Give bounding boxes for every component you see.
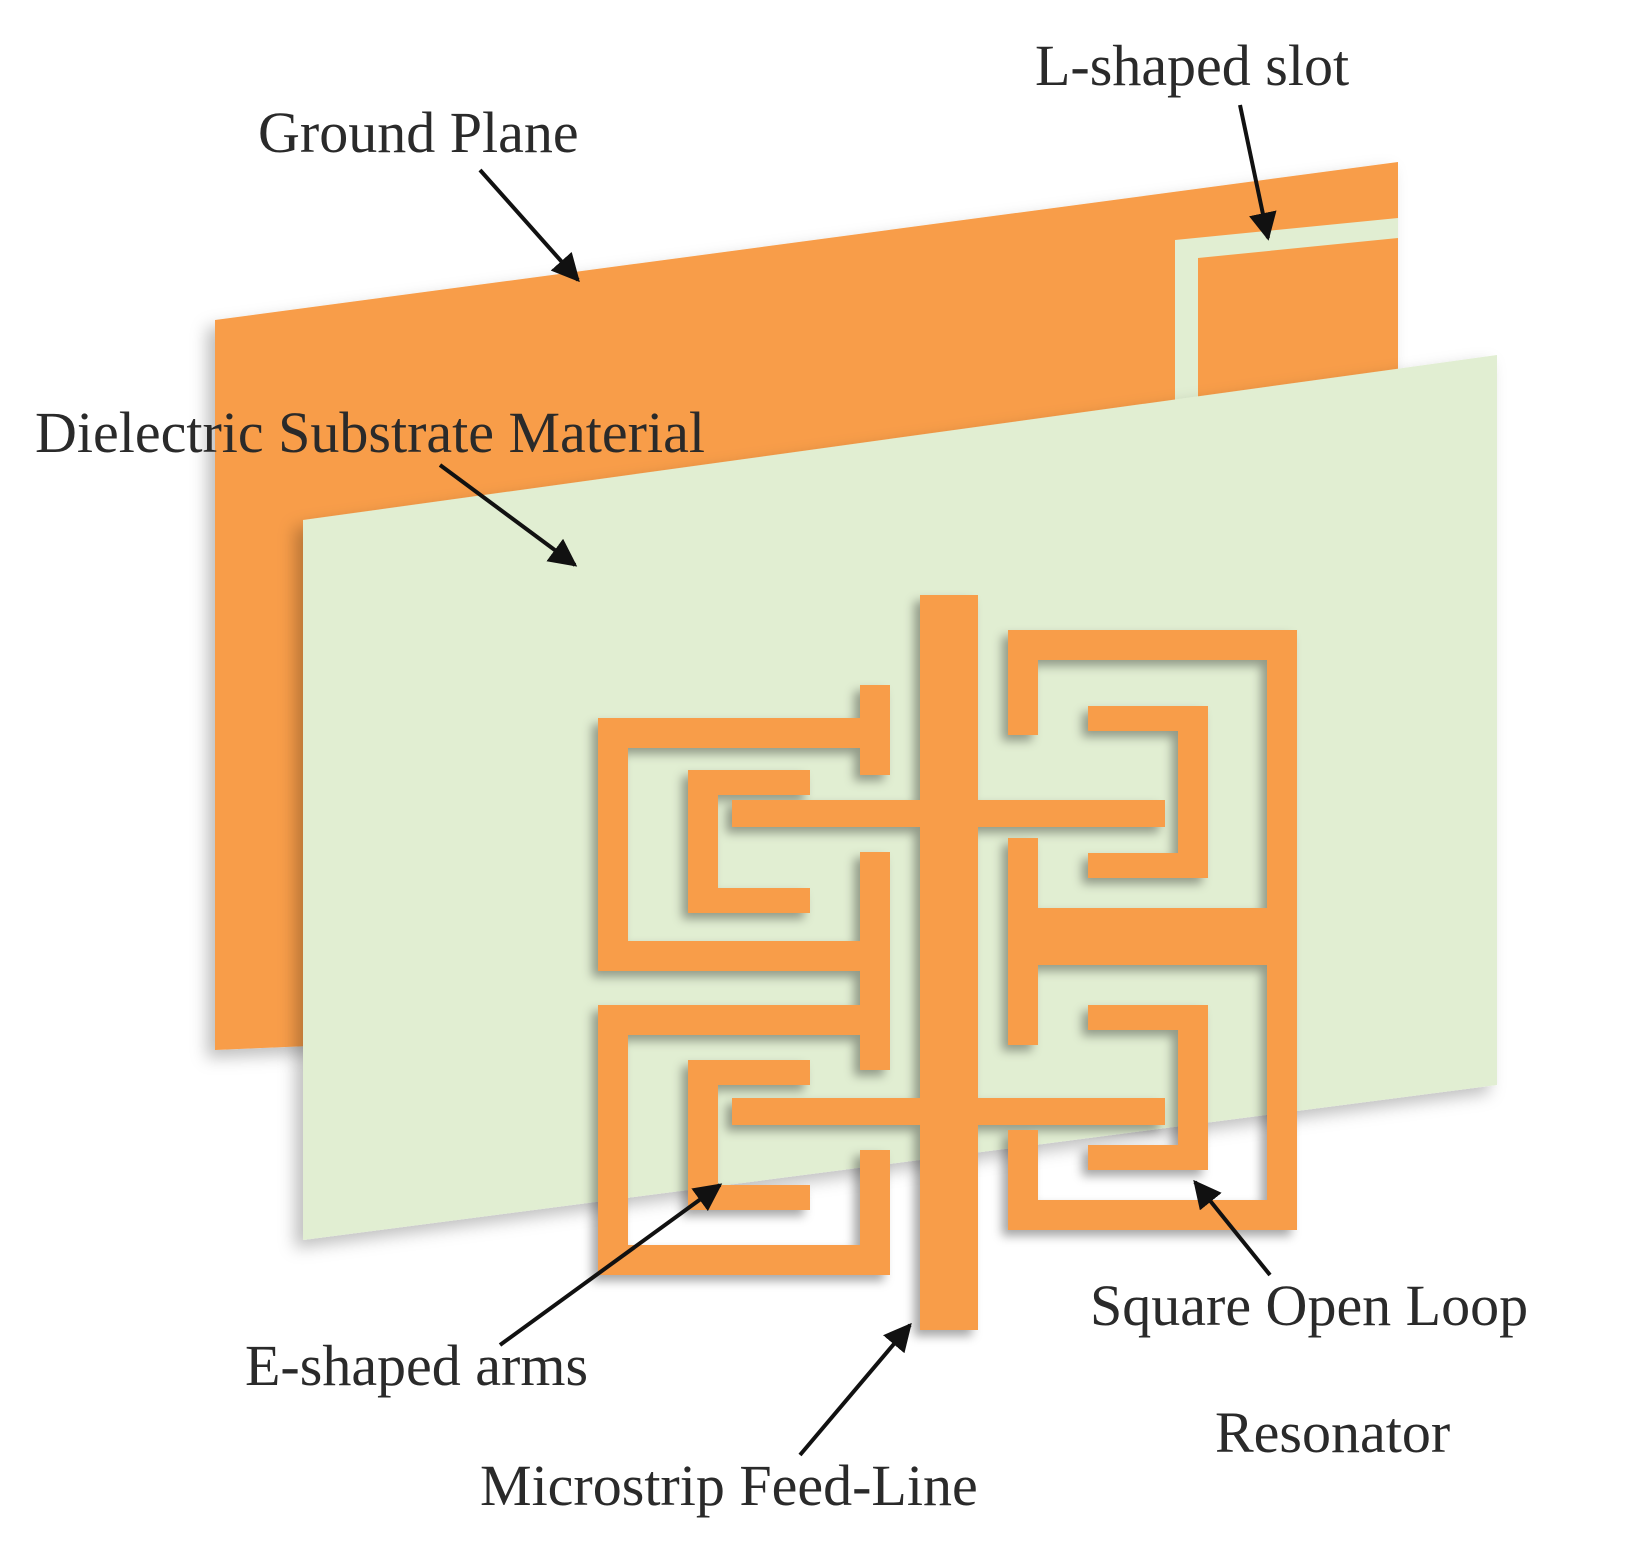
resonator-pattern: [598, 595, 1297, 1330]
square-open-loop-upper-right: [1008, 630, 1297, 938]
arrow-e-shaped-arms: [498, 1183, 723, 1347]
arrow-square-open-loop: [1193, 1179, 1272, 1277]
e-arm-bar-upper: [732, 800, 1165, 827]
square-open-loop-upper-left: [598, 685, 890, 971]
arrow-ground-plane: [478, 168, 580, 283]
square-open-loop-lower-right: [1008, 935, 1297, 1230]
arrow-microstrip-feed-line: [798, 1322, 912, 1457]
label-e-shaped-arms: E-shaped arms: [245, 1333, 588, 1398]
e-arm-bar-lower: [732, 1098, 1165, 1125]
square-open-loop-lower-left: [598, 970, 890, 1275]
arrow-l-shaped-slot: [1238, 104, 1277, 241]
label-square-open-loop: Square Open Loop: [1090, 1273, 1528, 1338]
label-microstrip-feed-line: Microstrip Feed-Line: [480, 1453, 978, 1518]
microstrip-feed-line: [920, 595, 978, 1330]
label-resonator: Resonator: [1215, 1400, 1450, 1465]
label-l-shaped-slot: L-shaped slot: [1035, 33, 1349, 98]
arrow-dielectric-substrate: [438, 463, 578, 567]
label-dielectric-substrate: Dielectric Substrate Material: [35, 400, 705, 465]
label-ground-plane: Ground Plane: [258, 100, 579, 165]
